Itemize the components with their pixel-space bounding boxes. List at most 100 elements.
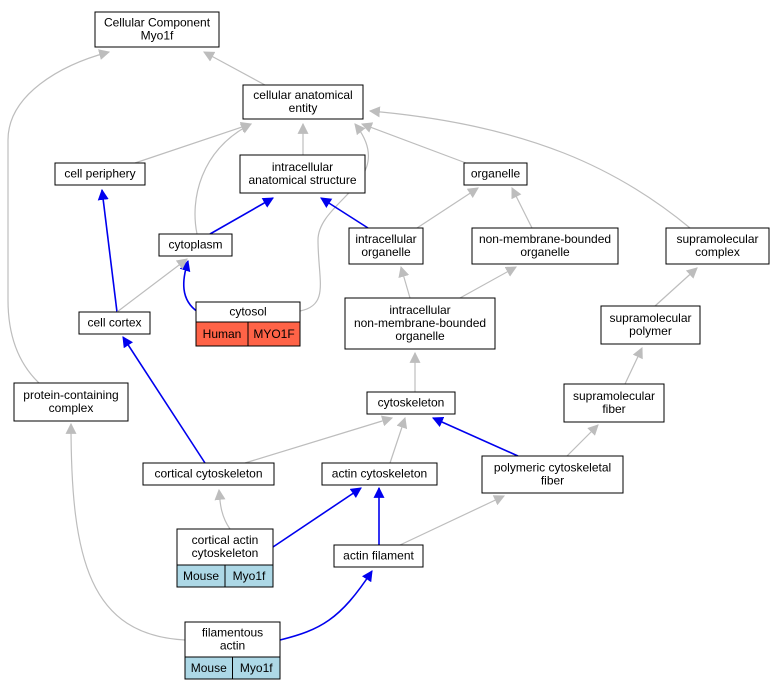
- annotation-gene-label: Myo1f: [240, 661, 273, 675]
- node-label-line: organelle: [395, 329, 445, 343]
- node-cytoplasm[interactable]: cytoplasm: [158, 233, 233, 257]
- node-box: [321, 462, 438, 486]
- node-box: [13, 382, 129, 422]
- annotation-species-label: Mouse: [183, 569, 219, 583]
- edge-is-a-actinCyto-to-cytoskeleton: [389, 416, 408, 464]
- node-label-line: entity: [289, 101, 318, 115]
- node-box: [158, 233, 233, 257]
- edge-is-a-corticalCyto-to-cytoskeleton: [244, 415, 394, 464]
- edge-is-a-supraFiber-to-supraPolymer: [624, 347, 643, 385]
- node-box: [563, 383, 665, 423]
- edge-is-a-supraComplex-to-cae: [368, 106, 691, 229]
- node-actinFilament[interactable]: actin filament: [333, 544, 424, 568]
- edge-is-a-corticalActin-to-corticalCyto: [214, 488, 231, 530]
- node-label-line: filamentous: [202, 626, 263, 640]
- node-box: [348, 227, 424, 265]
- node-organelle[interactable]: organelle: [463, 162, 528, 186]
- edge-is-a-inmbo-to-intracellularOrganelle: [398, 265, 411, 299]
- node-label-line: organelle: [520, 245, 570, 259]
- edge-is-a-inmbo-to-nmbo: [459, 266, 517, 299]
- node-cytoskeleton[interactable]: cytoskeleton: [366, 391, 456, 415]
- annotation-species-label: Mouse: [191, 661, 227, 675]
- node-box: [481, 455, 624, 494]
- node-box: [54, 162, 146, 186]
- node-label-line: intracellular: [355, 232, 416, 246]
- node-label-line: protein-containing: [23, 388, 118, 402]
- node-box: [366, 391, 456, 415]
- node-label-line: Cellular Component: [104, 16, 211, 30]
- node-box: [463, 162, 528, 186]
- node-cellCortex[interactable]: cell cortex: [78, 311, 151, 335]
- annotation-gene-cell: [224, 564, 274, 588]
- annotation-gene-label: Myo1f: [233, 569, 266, 583]
- node-label-line: complex: [695, 245, 740, 259]
- edge-is-a-pcc-to-root: [7, 49, 111, 384]
- node-label-line: polymeric cytoskeletal: [494, 461, 611, 475]
- node-label-line: organelle: [361, 245, 411, 259]
- node-label-line: supramolecular: [609, 311, 691, 325]
- edge-part-of-polyFiber-to-cytoskeleton: [431, 417, 519, 457]
- node-label-line: cell periphery: [64, 167, 135, 181]
- node-label-line: intracellular: [389, 303, 450, 317]
- edge-is-a-cytoplasm-to-cae: [194, 123, 252, 235]
- node-box: [94, 11, 220, 48]
- edge-is-a-cytosol-to-cae: [299, 123, 370, 312]
- edge-is-a-cellPeriphery-to-cae: [134, 121, 253, 164]
- node-label-line: actin filament: [343, 549, 414, 563]
- annotation-species-cell: [195, 321, 249, 347]
- annotation-gene-cell: [232, 656, 281, 680]
- edge-is-a-intracellularOrganelle-to-organelle: [416, 187, 479, 229]
- edge-part-of-corticalActin-to-actinCyto: [272, 487, 362, 548]
- node-cellPeriphery[interactable]: cell periphery: [54, 162, 146, 186]
- node-box: [333, 544, 424, 568]
- node-label-line: cytoplasm: [168, 238, 222, 252]
- node-label-line: cytoskeleton: [192, 546, 259, 560]
- edge-is-a-cellCortex-to-cytoplasm: [116, 258, 188, 313]
- node-label-line: cytosol: [229, 305, 266, 319]
- node-label-line: fiber: [541, 474, 564, 488]
- node-inmbo[interactable]: intracellularnon-membrane-boundedorganel…: [344, 297, 496, 350]
- node-box: [142, 462, 275, 486]
- node-corticalCyto[interactable]: cortical cytoskeleton: [142, 462, 275, 486]
- node-actinCyto[interactable]: actin cytoskeleton: [321, 462, 438, 486]
- edge-is-a-organelle-to-cae: [360, 122, 467, 164]
- edge-part-of-filamentous-to-actinFilament: [279, 570, 373, 641]
- node-label-line: cytoskeleton: [378, 396, 445, 410]
- node-box: [78, 311, 151, 335]
- node-label-line: non-membrane-bounded: [479, 232, 611, 246]
- node-label-line: cell cortex: [87, 316, 141, 330]
- node-label-line: intracellular: [272, 160, 333, 174]
- node-label-line: cellular anatomical: [253, 88, 352, 102]
- node-box: [471, 227, 619, 265]
- node-label-line: organelle: [471, 167, 521, 181]
- node-label-line: complex: [49, 401, 94, 415]
- edge-is-a-polyFiber-to-supraFiber: [566, 424, 599, 457]
- edge-is-a-actinFilament-to-polyFiber: [399, 495, 505, 546]
- node-label-line: cortical actin: [192, 533, 259, 547]
- node-box: [665, 227, 770, 265]
- node-label-line: supramolecular: [573, 389, 655, 403]
- node-label-line: Myo1f: [141, 29, 174, 43]
- node-label-line: cortical cytoskeleton: [154, 467, 262, 481]
- node-label-line: supramolecular: [676, 232, 758, 246]
- node-label-line: actin: [220, 639, 245, 653]
- edge-part-of-cellCortex-to-cellPeriphery: [97, 188, 118, 313]
- edge-is-a-filamentous-to-pcc: [65, 422, 186, 641]
- edge-part-of-cytoplasm-to-ias: [209, 197, 274, 235]
- node-box: [242, 84, 364, 120]
